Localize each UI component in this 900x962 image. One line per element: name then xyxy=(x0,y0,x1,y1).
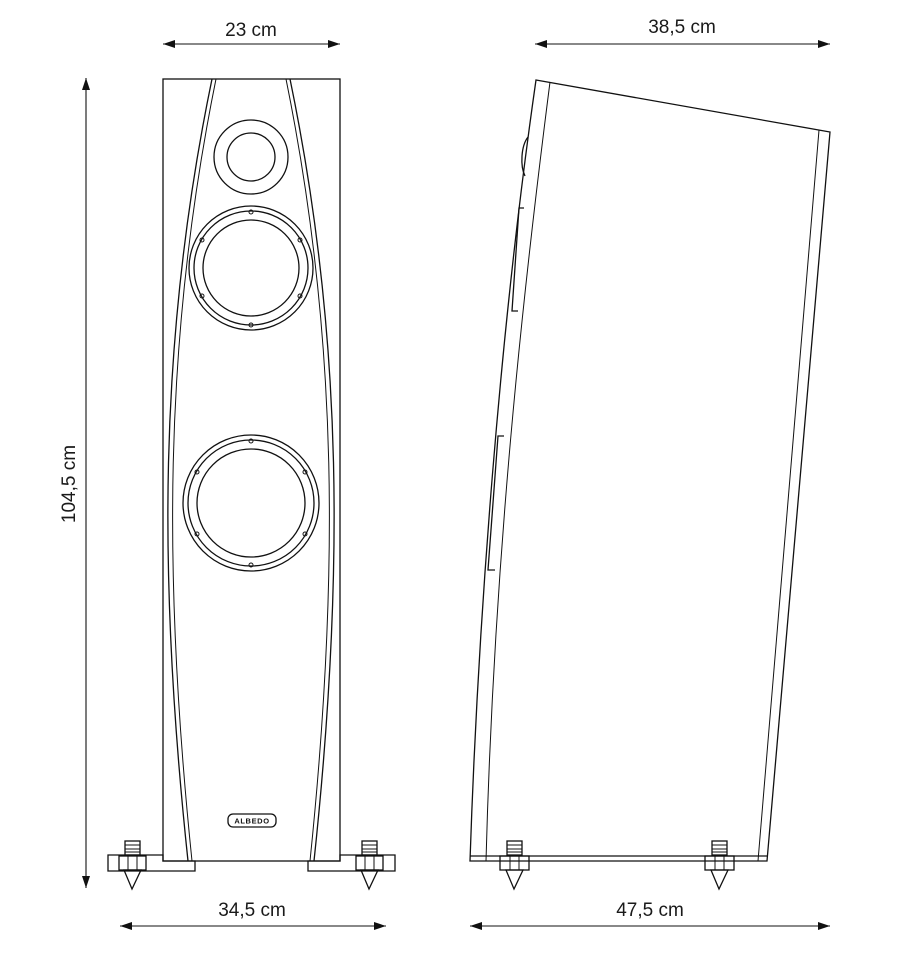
dim-front-base-label: 34,5 cm xyxy=(218,900,286,921)
front-cabinet-outline xyxy=(162,78,341,862)
front-base-outriggers xyxy=(107,854,396,872)
dim-height-label: 104,5 cm xyxy=(59,445,80,523)
dim-side-top: 38,5 cm xyxy=(535,17,830,48)
side-tweeter-bulge xyxy=(521,136,529,177)
side-woofer-bulge xyxy=(487,435,504,571)
side-front-inner-edge xyxy=(485,81,551,862)
tweeter xyxy=(213,119,289,195)
front-spike-left xyxy=(118,840,147,891)
dim-front-top: 23 cm xyxy=(163,20,340,48)
side-view xyxy=(469,79,831,891)
dim-height: 104,5 cm xyxy=(59,78,90,888)
albedo-logo-text: ALBEDO xyxy=(234,817,269,826)
side-back-inner-edge xyxy=(757,129,820,862)
midrange-driver xyxy=(188,205,314,331)
front-baffle-right-edge xyxy=(289,78,335,862)
side-midrange-bulge xyxy=(511,207,524,312)
front-view: ALBEDO xyxy=(107,78,396,891)
side-spike-rear xyxy=(704,840,735,891)
woofer-driver xyxy=(182,434,320,572)
front-baffle-left-inner xyxy=(172,78,217,862)
albedo-logo: ALBEDO xyxy=(227,813,277,828)
side-cabinet-outline xyxy=(469,79,831,862)
front-baffle-right-inner xyxy=(285,78,330,862)
dim-front-top-label: 23 cm xyxy=(225,20,277,41)
side-spike-front xyxy=(499,840,530,891)
front-baffle-left-edge xyxy=(167,78,213,862)
front-spike-right xyxy=(355,840,384,891)
dim-front-base: 34,5 cm xyxy=(120,900,386,930)
dim-side-top-label: 38,5 cm xyxy=(648,17,716,38)
dim-side-base: 47,5 cm xyxy=(470,900,830,930)
dim-side-base-label: 47,5 cm xyxy=(616,900,684,921)
